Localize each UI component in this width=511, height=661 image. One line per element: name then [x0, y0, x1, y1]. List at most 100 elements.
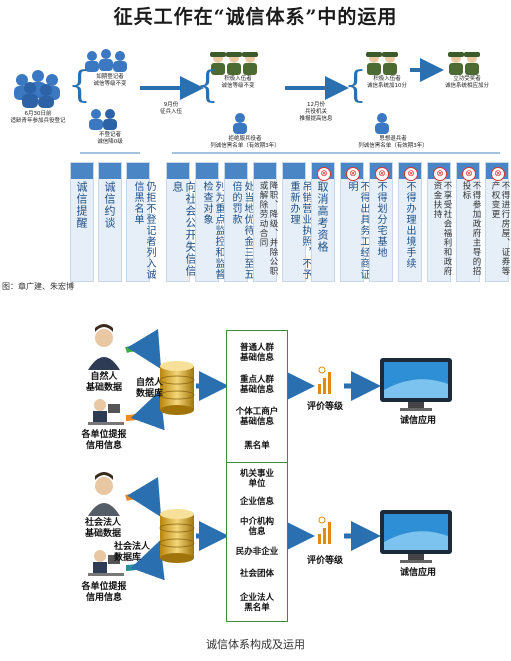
natural-person-label: 自然人 基础数据 — [85, 372, 122, 393]
legal-person-label: 社会法人 基础数据 — [84, 518, 121, 539]
arrow2-label: 12月份 兵役机关 推报提高信息 — [299, 102, 333, 122]
column-text: 诚信约谈 — [103, 181, 116, 229]
column-text: 不得划分宅基地 — [375, 181, 386, 258]
column-text: 不得进行房屋、证券等产权变更 — [490, 181, 510, 276]
column-header: ⊗ — [428, 163, 450, 181]
column-header — [99, 163, 121, 179]
brace-2: { — [196, 65, 219, 106]
column-header — [71, 163, 93, 179]
column-header — [127, 163, 149, 179]
forbidden-icon: ⊗ — [462, 167, 476, 181]
penalty-column: ⊗不得办理出境手续 — [398, 162, 422, 282]
natural-info-item: 普通人群 基础信息 — [239, 343, 274, 363]
penalty-column: 降职、降级、并除公职或解除劳动合同 — [253, 162, 278, 282]
penalty-column: 向社会公开失信信息 — [166, 162, 197, 282]
forbidden-icon: ⊗ — [404, 167, 418, 181]
active-join-label: 积极入伍者 诚信系统加10分 — [367, 76, 407, 89]
column-text: 向社会公开失信信息 — [171, 181, 197, 277]
meritorious-label: 立功受奖者 诚信系统相应加分 — [444, 76, 489, 89]
column-header — [167, 163, 189, 179]
column-text: 不得参加政府主导的招投标 — [461, 181, 481, 276]
column-text: 仍拒不登记者列入诚信黑名单 — [132, 181, 155, 280]
refuse-enlist-label: 拒绝服兵役者 列诚信黑名单（有效期3年） — [210, 136, 280, 149]
active-enlist-label: 积极入伍者 诚信等级不变 — [221, 76, 255, 89]
column-header — [225, 163, 247, 179]
unit-report-label-2: 各单位提报 信用信息 — [81, 582, 127, 603]
natural-info-item: 个体工商户 基础信息 — [235, 407, 279, 427]
forbidden-icon: ⊗ — [346, 167, 360, 181]
natural-db-label: 自然人 数据库 — [136, 378, 164, 399]
rating-signal-icon-1 — [318, 366, 331, 394]
natural-info-item: 黑名单 — [244, 441, 270, 451]
penalty-column: 吊销营业执照，不予重新办理 — [282, 162, 311, 282]
column-header: ⊗ — [486, 163, 508, 181]
penalty-column: ⊗不得进行房屋、证券等产权变更 — [485, 162, 510, 282]
bottom-diagram — [88, 324, 452, 581]
column-text: 降职、降级、并除公职或解除劳动合同 — [258, 181, 278, 276]
column-header: ⊗ — [399, 163, 421, 181]
brace-3: { — [344, 65, 367, 106]
registered-label: 如期登记者 诚信等级不变 — [93, 74, 127, 87]
brace-1: { — [68, 65, 91, 106]
monitor-icon-2 — [380, 510, 452, 563]
natural-info-item: 重点人群 基础信息 — [239, 375, 274, 395]
arrow1-label: 9月份 征兵入伍 — [159, 102, 182, 115]
office-worker-icon-2 — [88, 550, 124, 576]
penalty-column: 列为重点监控和监督检查对象 — [195, 162, 224, 282]
forbidden-icon: ⊗ — [317, 167, 331, 181]
penalty-column: ⊗不享受社会福利和政府资金扶持 — [427, 162, 452, 282]
column-header — [283, 163, 305, 179]
soldier-group-icon-3 — [448, 52, 480, 75]
unit-report-label-1: 各单位提报 信用信息 — [81, 430, 127, 451]
monitor-icon-1 — [380, 358, 452, 411]
penalty-column: 诚信提醒 — [70, 162, 94, 282]
column-text: 处当地优待金三至五倍的罚款 — [230, 181, 253, 280]
legal-db-label: 社会法人 数据库 — [114, 542, 151, 563]
penalty-column: 诚信约谈 — [98, 162, 122, 282]
top-flow-diagram — [14, 49, 500, 154]
credit-app-label-1: 诚信应用 — [399, 416, 436, 426]
legal-info-item: 企业法人 黑名单 — [239, 593, 274, 613]
penalty-column: ⊗不得出具务工经商证明 — [340, 162, 369, 282]
legal-info-item: 机关事业 单位 — [239, 469, 274, 489]
caption: 诚信体系构成及运用 — [206, 638, 305, 651]
page-title: 征兵工作在“诚信体系”中的运用 — [113, 6, 398, 28]
column-text: 诚信提醒 — [75, 181, 88, 229]
penalty-column: 处当地优待金三至五倍的罚款 — [224, 162, 253, 282]
penalty-column: ⊗取消高考资格 — [311, 162, 335, 282]
rating-label-1: 评价等级 — [306, 402, 343, 412]
column-text: 吊销营业执照，不予重新办理 — [288, 181, 311, 280]
forbidden-icon: ⊗ — [375, 167, 389, 181]
office-worker-icon-1 — [88, 399, 124, 425]
penalty-column: ⊗不得划分宅基地 — [369, 162, 393, 282]
column-text: 不享受社会福利和政府资金扶持 — [432, 181, 452, 276]
database-icon-1 — [159, 361, 195, 415]
deserter-icon — [375, 113, 389, 134]
credit: 图：章广建、朱宏博 — [2, 282, 74, 291]
person-icon-1 — [88, 324, 120, 370]
column-header: ⊗ — [457, 163, 479, 181]
legal-info-item: 民办非企业 — [235, 547, 279, 557]
column-text: 取消高考资格 — [316, 181, 329, 253]
unregistered-group-icon — [89, 109, 117, 130]
column-header: ⊗ — [370, 163, 392, 181]
column-header — [254, 163, 276, 179]
rating-signal-icon-2 — [318, 516, 331, 544]
database-icon-2 — [159, 509, 195, 563]
legal-info-item: 社会团体 — [239, 569, 274, 579]
penalty-column: 仍拒不登记者列入诚信黑名单 — [126, 162, 155, 282]
column-header — [196, 163, 218, 179]
penalty-column: ⊗不得参加政府主导的招投标 — [456, 162, 481, 282]
column-header: ⊗ — [341, 163, 363, 181]
person-icon-2 — [88, 472, 120, 516]
youth-group-icon — [14, 70, 60, 108]
refuser-icon-1 — [233, 113, 247, 134]
column-text: 不得出具务工经商证明 — [346, 181, 369, 280]
legal-info-item: 企业信息 — [239, 497, 274, 507]
legal-info-box: 机关事业 单位 企业信息 中介机构 信息 民办非企业 社会团体 企业法人 黑名单 — [226, 462, 288, 622]
soldier-group-icon-1 — [210, 52, 258, 75]
natural-info-box: 普通人群 基础信息 重点人群 基础信息 个体工商户 基础信息 黑名单 — [226, 330, 288, 466]
desert-label: 思想退兵者 列诚信黑名单（有效期3年） — [358, 136, 428, 149]
column-text: 列为重点监控和监督检查对象 — [201, 181, 224, 280]
forbidden-icon: ⊗ — [433, 167, 447, 181]
